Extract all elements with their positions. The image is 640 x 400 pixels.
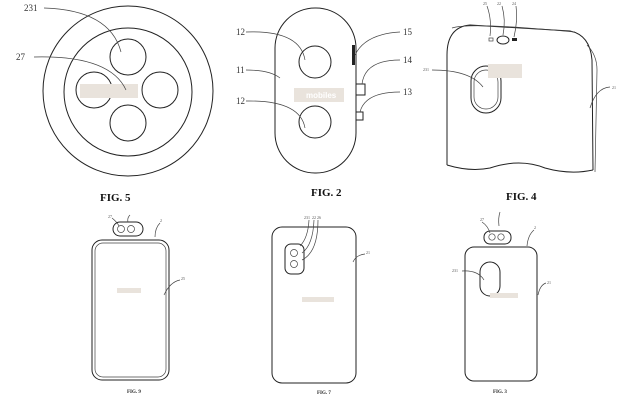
label-231: 231 <box>304 215 310 220</box>
fig7-phone-back-dual-camera: 231 22 26 21 FIG. 7 <box>271 215 370 396</box>
flash-25 <box>488 37 494 42</box>
camera-oval <box>470 65 502 114</box>
fig3-phone-back-popup-camera: 27 2 231 21 FIG. 3 <box>452 211 551 395</box>
label-22: 22 <box>497 1 501 6</box>
label-27: 27 <box>108 214 112 219</box>
label-12-upper: 12 <box>236 27 245 37</box>
phone-body <box>464 246 538 382</box>
watermark <box>490 293 518 298</box>
fig5-camera-module-top-view: 231 27 FIG. 5 <box>16 3 214 204</box>
label-21: 21 <box>547 280 551 285</box>
label-24: 24 <box>512 1 516 6</box>
label-27: 27 <box>16 52 26 62</box>
watermark <box>302 297 334 302</box>
fig9-phone-front-popup-camera: 27 2 25 FIG. 9 <box>91 214 185 395</box>
label-26: 26 <box>317 215 321 220</box>
label-231: 231 <box>24 3 38 13</box>
fig5-caption: FIG. 5 <box>100 192 131 204</box>
watermark <box>117 288 141 293</box>
label-11: 11 <box>236 65 245 75</box>
label-21: 21 <box>612 85 616 90</box>
label-25: 25 <box>181 276 185 281</box>
fig2-pill-module: mobiles 12 11 12 15 14 13 FIG. 2 <box>236 7 413 199</box>
watermark-text: mobiles <box>306 91 337 100</box>
phone-body <box>271 226 357 384</box>
side-button-15 <box>352 45 355 65</box>
outer-ring <box>42 5 214 177</box>
label-231: 231 <box>423 67 429 72</box>
fig2-caption: FIG. 2 <box>311 187 342 199</box>
lens-top <box>109 38 147 76</box>
popup-camera <box>483 230 512 245</box>
fig3-caption: FIG. 3 <box>493 390 507 395</box>
watermark <box>294 88 344 102</box>
label-2: 2 <box>160 218 162 223</box>
label-27: 27 <box>480 217 484 222</box>
lens-upper <box>298 45 332 79</box>
label-12-lower: 12 <box>236 96 245 106</box>
fig9-caption: FIG. 9 <box>127 390 141 395</box>
watermark <box>80 84 138 98</box>
lens-right <box>141 71 179 109</box>
label-231: 231 <box>452 268 458 273</box>
watermark <box>488 64 522 78</box>
fig4-phone-back-perspective: 25 22 24 231 21 FIG. 4 <box>423 1 616 203</box>
label-15: 15 <box>403 27 413 37</box>
label-25: 25 <box>483 1 487 6</box>
fig4-caption: FIG. 4 <box>506 191 537 203</box>
side-button-13 <box>355 111 364 121</box>
lens-bottom <box>109 104 147 142</box>
phone-body <box>91 239 170 381</box>
label-14: 14 <box>403 55 413 65</box>
sensor-24 <box>512 38 517 41</box>
lens-22 <box>496 35 510 45</box>
inner-ring <box>63 27 193 157</box>
label-22: 22 <box>312 215 316 220</box>
fig7-caption: FIG. 7 <box>317 391 331 396</box>
lens-lower <box>298 105 332 139</box>
label-21: 21 <box>366 250 370 255</box>
side-button-14 <box>355 83 366 96</box>
label-2: 2 <box>534 225 536 230</box>
label-13: 13 <box>403 87 413 97</box>
camera-module <box>284 243 305 275</box>
